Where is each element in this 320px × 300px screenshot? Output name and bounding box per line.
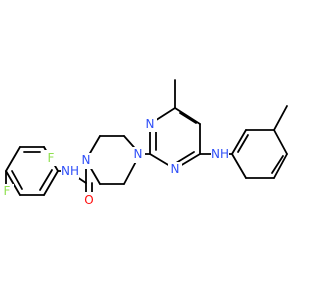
bond-layer [5, 79, 288, 200]
bond [174, 107, 201, 125]
bond [273, 129, 288, 155]
bond [179, 112, 197, 124]
bond [231, 129, 247, 155]
atom-n-pyrimidine-left: N [146, 117, 155, 131]
bond [231, 153, 247, 179]
bond [237, 134, 249, 153]
molecule-structure: N N NH N N NH O F F [0, 79, 288, 208]
atom-amine-right: NH [211, 147, 229, 161]
atom-layer: N N NH N N NH O F F [0, 116, 229, 208]
bond [43, 170, 59, 196]
atom-n-pyrimidine-bottom: N [171, 162, 180, 176]
atom-fluorine-para: F [4, 184, 11, 198]
bond [175, 151, 195, 164]
bond [5, 170, 21, 196]
atom-n-piperazine-bottom: N [82, 153, 91, 167]
bond [11, 170, 23, 190]
atom-fluorine-ortho: F [48, 151, 55, 165]
bond [273, 153, 288, 179]
bond [271, 155, 284, 174]
bond [39, 169, 53, 191]
atom-amide-nh: NH [61, 164, 79, 178]
bond [5, 146, 21, 172]
bond [273, 105, 288, 131]
atom-carbonyl-o: O [84, 193, 93, 207]
atom-n-piperazine-top: N [134, 147, 143, 161]
